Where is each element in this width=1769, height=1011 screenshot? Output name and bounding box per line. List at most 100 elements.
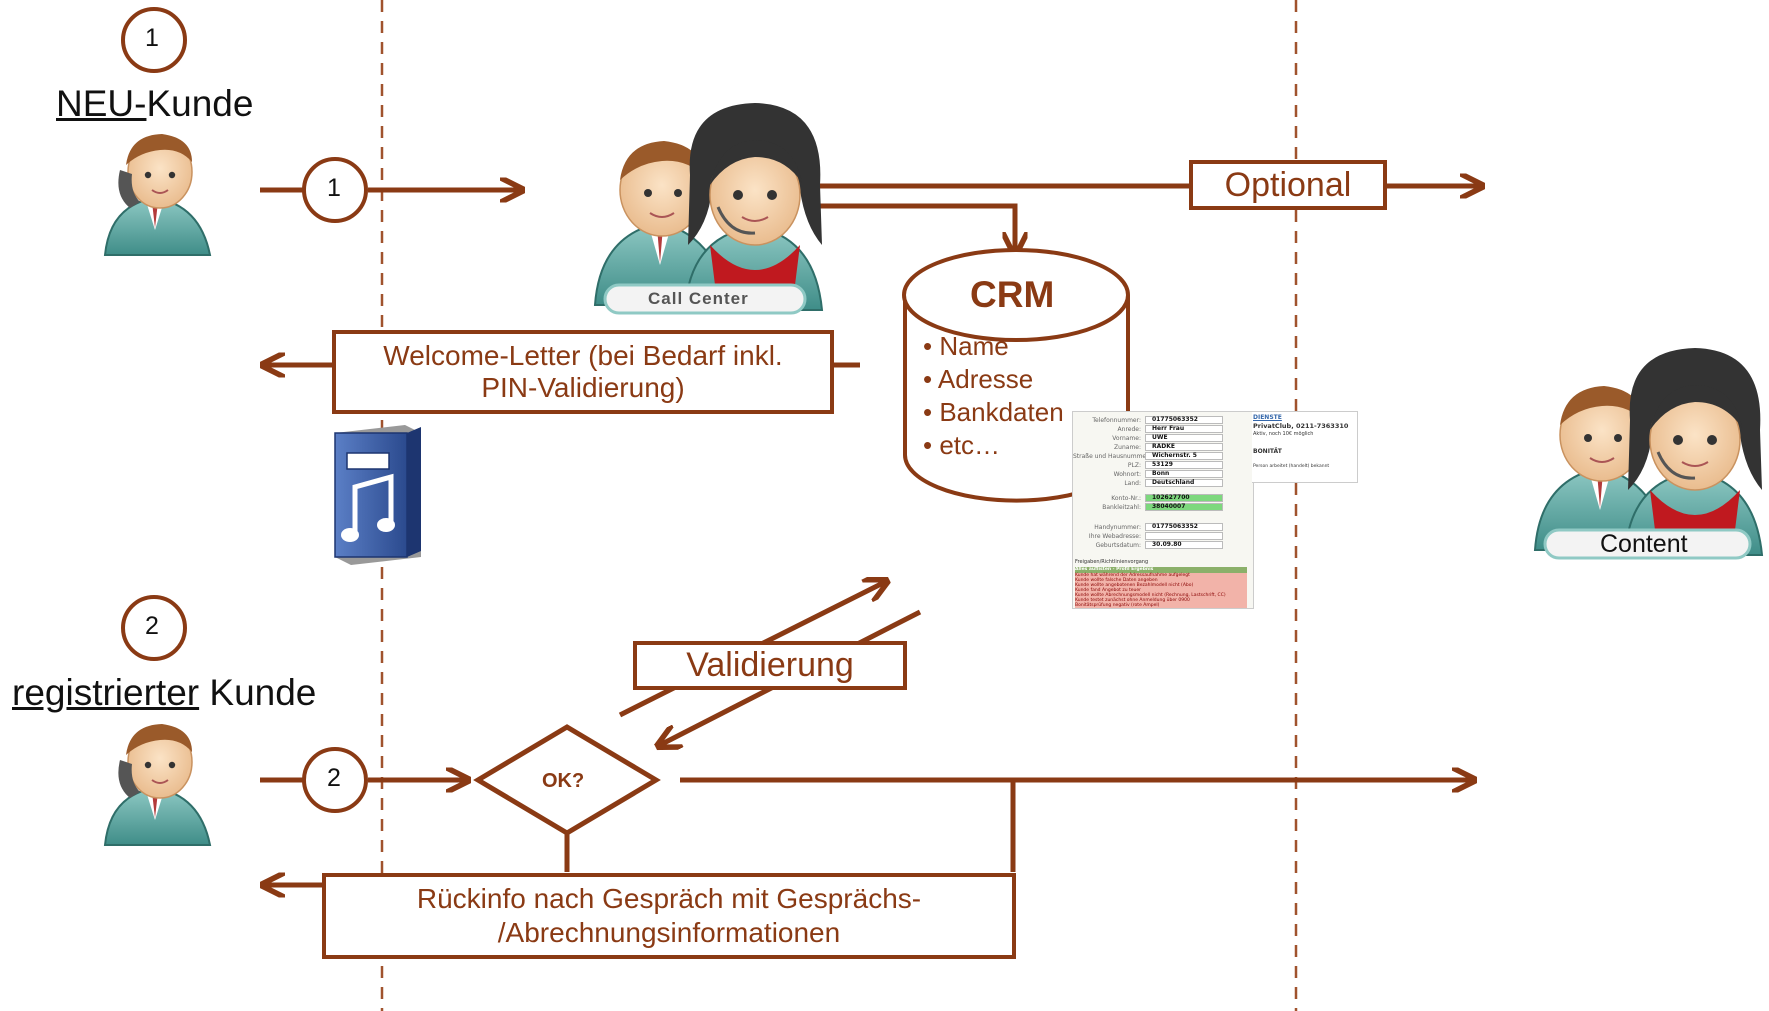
welcome-letter-line-2: PIN-Validierung) bbox=[481, 372, 685, 403]
screenshot-field-input[interactable] bbox=[1145, 425, 1223, 433]
screenshot-field-value: Herr Frau bbox=[1152, 425, 1185, 432]
screenshot-field-value: 01775063352 bbox=[1152, 416, 1198, 423]
status-line: Kunde testet zunächst ohne Anmeldung übe… bbox=[1075, 598, 1190, 603]
screenshot-field-input[interactable] bbox=[1145, 461, 1223, 469]
screenshot-field-input[interactable] bbox=[1145, 532, 1223, 540]
screenshot-field-label: Telefonnummer: bbox=[1092, 416, 1141, 424]
screenshot-field-label: Zuname: bbox=[1114, 443, 1141, 451]
screenshot-field-input[interactable] bbox=[1145, 503, 1223, 511]
screenshot-field-value: RADKE bbox=[1152, 443, 1175, 450]
status-line: Kunde fand Angebot zu teuer bbox=[1075, 588, 1141, 593]
lane-2-label: registrierter Kunde bbox=[12, 672, 316, 714]
screenshot-field-row: Telefonnummer: 01775063352 bbox=[1073, 416, 1223, 424]
bonitaet-note: Person arbeitet (handelt) bekannt bbox=[1253, 464, 1330, 469]
lane-1-circle bbox=[121, 7, 187, 73]
screenshot-field-row: Konto-Nr.: 102627700 bbox=[1073, 494, 1223, 502]
lane-2-number: 2 bbox=[145, 612, 159, 640]
status-header: Alles auflisten - Profil Ergebnis bbox=[1075, 567, 1154, 572]
screenshot-field-value: UWE bbox=[1152, 434, 1168, 441]
status-line: Kunde hat während der Adressaufnahme auf… bbox=[1075, 573, 1190, 578]
screenshot-field-value: 53129 bbox=[1152, 461, 1173, 468]
crm-arrow bbox=[820, 203, 1015, 252]
optional-label: Optional bbox=[1189, 160, 1387, 210]
screenshot-field-row: Handynummer:01775063352 bbox=[1073, 523, 1223, 531]
screenshot-field-row: Ihre Webadresse: bbox=[1073, 532, 1223, 540]
lane-1-text: Kunde bbox=[146, 83, 254, 124]
screenshot-field-label: Anrede: bbox=[1117, 425, 1141, 433]
screenshot-field-input[interactable] bbox=[1145, 443, 1223, 451]
customer-1-icon bbox=[103, 134, 212, 256]
screenshot-field-input[interactable] bbox=[1145, 452, 1223, 460]
screenshot-field-input[interactable] bbox=[1145, 470, 1223, 478]
screenshot-field-row: Straße und Hausnummer:Wichernstr. 5 bbox=[1073, 452, 1223, 460]
flow-1-circle bbox=[302, 157, 368, 223]
screenshot-field-row: Vorname: UWE bbox=[1073, 434, 1223, 442]
lane-1-underlined: NEU- bbox=[56, 83, 147, 124]
welcome-letter-line-1: Welcome-Letter (bei Bedarf inkl. bbox=[383, 340, 783, 371]
screenshot-field-value: Bonn bbox=[1152, 470, 1170, 477]
screenshot-field-input[interactable] bbox=[1145, 494, 1223, 502]
screenshot-field-value: Wichernstr. 5 bbox=[1152, 452, 1197, 459]
validierung-label: Validierung bbox=[633, 641, 907, 690]
screenshot-field-label: Bankleitzahl: bbox=[1102, 503, 1141, 511]
screenshot-field-value: 38040007 bbox=[1152, 503, 1186, 510]
audio-server-icon bbox=[334, 425, 421, 565]
content-tag: Content bbox=[1600, 530, 1688, 558]
screenshot-field-label: Straße und Hausnummer: bbox=[1073, 452, 1151, 460]
screenshot-field-label: PLZ: bbox=[1127, 461, 1141, 469]
status-line: Kunde wollte angebotenen Bezahlmodell ni… bbox=[1075, 583, 1194, 588]
lane-2-circle bbox=[121, 595, 187, 661]
screenshot-field-input[interactable] bbox=[1145, 523, 1223, 531]
crm-screenshot-right: DIENSTE PrivatClub, 0211-7363310 Aktiv, … bbox=[1252, 411, 1358, 483]
crm-title: CRM bbox=[970, 274, 1055, 315]
lane-2-text: Kunde bbox=[199, 672, 317, 713]
screenshot-field-input[interactable] bbox=[1145, 479, 1223, 487]
lane-2-underlined: registrierter bbox=[12, 672, 200, 713]
screenshot-field-input[interactable] bbox=[1145, 541, 1223, 549]
dienste-line-1: PrivatClub, 0211-7363310 bbox=[1253, 422, 1349, 430]
welcome-letter-box: Welcome-Letter (bei Bedarf inkl. PIN-Val… bbox=[332, 330, 834, 414]
flow-2-number: 2 bbox=[327, 764, 341, 792]
screenshot-field-label: Vorname: bbox=[1112, 434, 1141, 442]
screenshot-field-label: Geburtsdatum: bbox=[1095, 541, 1141, 549]
screenshot-field-input[interactable] bbox=[1145, 416, 1223, 424]
screenshot-field-row: Geburtsdatum: 30.09.80 bbox=[1073, 541, 1223, 549]
bonitaet-title: BONITÄT bbox=[1253, 448, 1282, 455]
screenshot-field-value: 102627700 bbox=[1152, 494, 1190, 501]
rueckinfo-line-1: Rückinfo nach Gespräch mit Gesprächs- bbox=[416, 883, 922, 914]
screenshot-field-row: Wohnort:Bonn bbox=[1073, 470, 1223, 478]
crm-item-bankdaten: • Bankdaten bbox=[923, 397, 1064, 427]
lane-1-label: NEU-Kunde bbox=[56, 83, 253, 125]
content-agents-icon bbox=[1533, 348, 1764, 560]
dienste-line-2: Aktiv, noch 10€ möglich bbox=[1253, 431, 1314, 437]
status-line: Kunde wollte falsche Daten angeben bbox=[1075, 578, 1158, 583]
rueckinfo-line-2: /Abrechnungsinformationen bbox=[497, 917, 841, 948]
crm-items: • Name • Adresse • Bankdaten • etc… bbox=[923, 330, 1064, 462]
status-line: Bonitätsprüfung negativ (rote Ampel) bbox=[1075, 603, 1160, 608]
screenshot-field-row: Bankleitzahl: 38040007 bbox=[1073, 503, 1223, 511]
lane-1-number: 1 bbox=[145, 24, 159, 52]
screenshot-field-row: Zuname: RADKE bbox=[1073, 443, 1223, 451]
screenshot-field-input[interactable] bbox=[1145, 434, 1223, 442]
crm-screenshot-status: Alles auflisten - Profil Ergebnis Kunde … bbox=[1075, 567, 1247, 608]
screenshot-field-label: Handynummer: bbox=[1094, 523, 1141, 531]
screenshot-field-label: Ihre Webadresse: bbox=[1088, 532, 1141, 540]
status-line: Kunde wollte Abrechnungsmodell nicht (Re… bbox=[1075, 593, 1226, 598]
screenshot-field-value: 30.09.80 bbox=[1152, 541, 1182, 548]
crm-item-name: • Name bbox=[923, 331, 1009, 361]
flow-1-number: 1 bbox=[327, 174, 341, 202]
section-label: Freigaben/Richtlinienvorgang bbox=[1075, 559, 1149, 565]
status-lines: Kunde hat während der Adressaufnahme auf… bbox=[1075, 573, 1247, 608]
crm-item-etc: • etc… bbox=[923, 430, 1001, 460]
customer-2-icon bbox=[103, 724, 212, 846]
flow-2-circle bbox=[302, 747, 368, 813]
screenshot-field-label: Land: bbox=[1124, 479, 1141, 487]
screenshot-field-row: Land:Deutschland bbox=[1073, 479, 1223, 487]
screenshot-field-row: PLZ: 53129 bbox=[1073, 461, 1223, 469]
rueckinfo-box: Rückinfo nach Gespräch mit Gesprächs- /A… bbox=[322, 873, 1016, 959]
screenshot-field-label: Konto-Nr.: bbox=[1111, 494, 1141, 502]
call-center-tag: Call Center bbox=[648, 289, 749, 308]
